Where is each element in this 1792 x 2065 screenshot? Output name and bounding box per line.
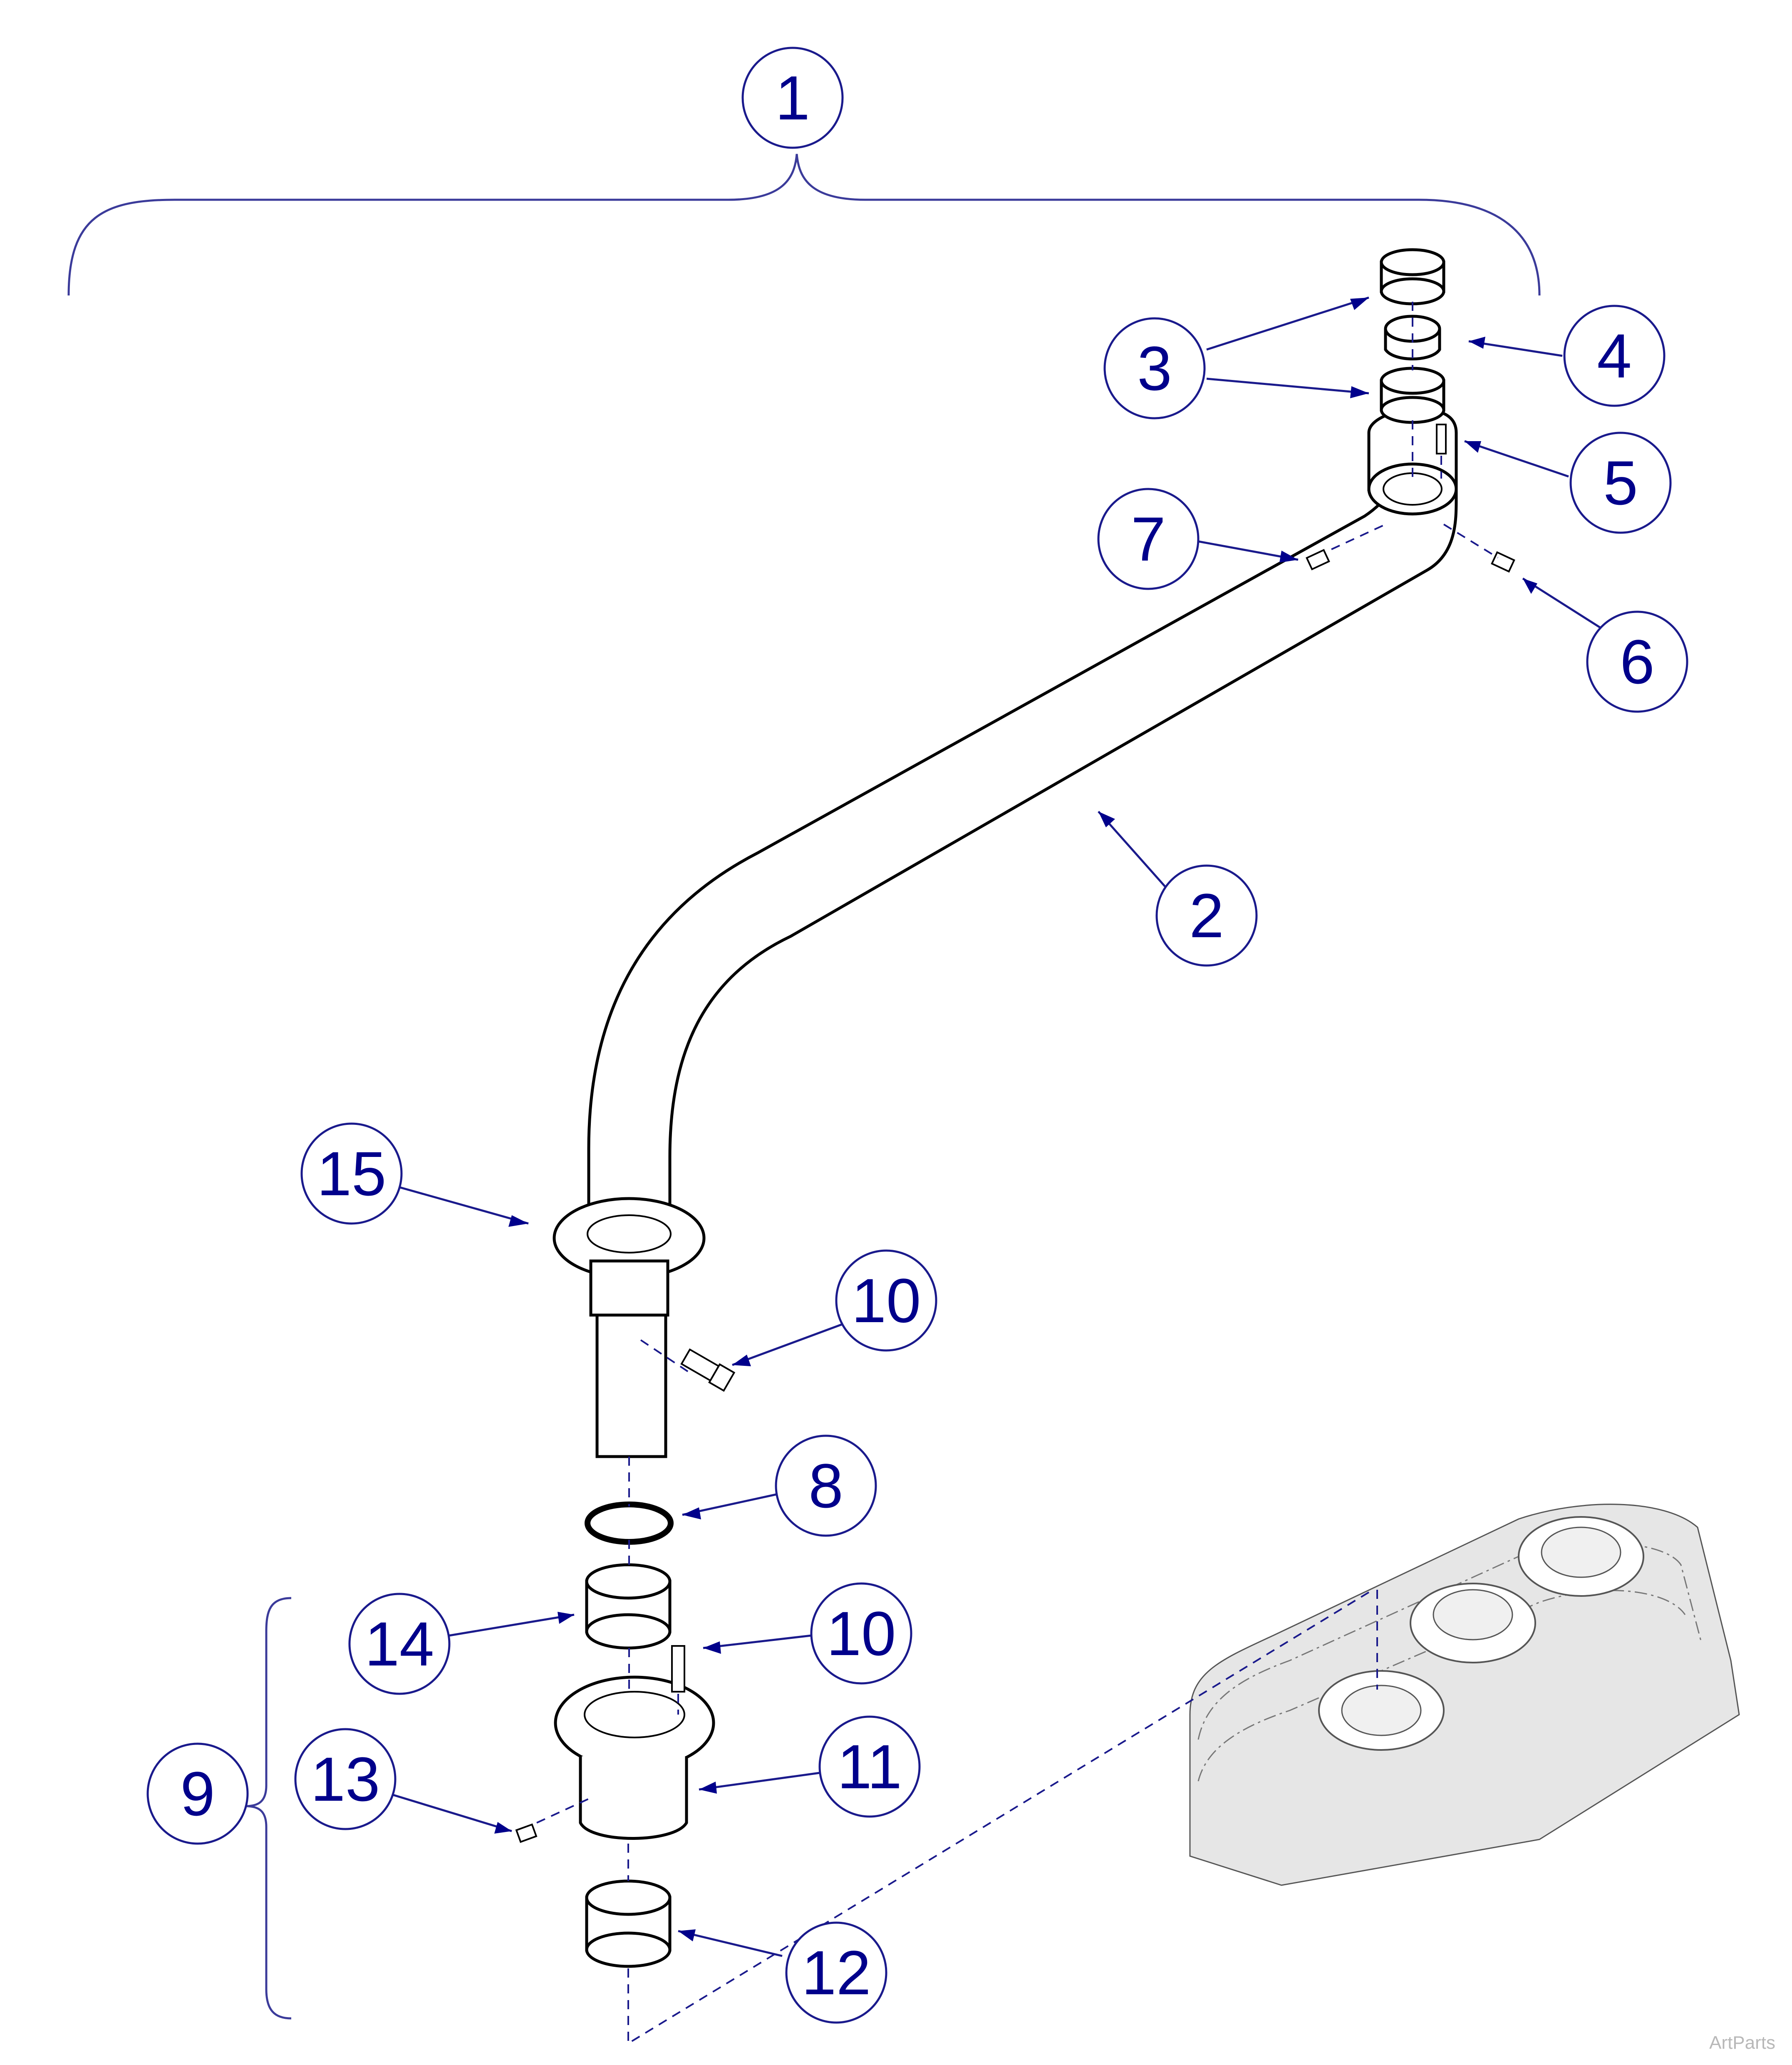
set-screw-housing: [515, 1823, 538, 1843]
svg-text:9: 9: [180, 1759, 215, 1829]
callout-2: 2: [1155, 864, 1258, 967]
needle-bearing-lower: [585, 1563, 672, 1650]
callout-10-upper: 10: [835, 1249, 937, 1352]
svg-text:2: 2: [1189, 881, 1224, 951]
svg-text:11: 11: [837, 1732, 902, 1802]
housing-ghost: [1189, 1504, 1740, 1886]
set-screw-right: [1491, 551, 1515, 573]
leader-lines: [389, 296, 1609, 1957]
bearing-housing: [554, 1675, 715, 1840]
callout-1: 1: [741, 47, 844, 149]
bushing: [585, 1879, 672, 1968]
callout-12: 12: [785, 1921, 887, 2024]
svg-text:8: 8: [808, 1451, 843, 1521]
callout-11: 11: [818, 1715, 921, 1818]
callout-14: 14: [348, 1593, 451, 1695]
cap-screw-upper: [680, 1348, 736, 1392]
arm-tube: [587, 408, 1458, 1232]
svg-text:15: 15: [317, 1139, 387, 1209]
assembly-9-brace: [245, 1597, 292, 2020]
svg-text:13: 13: [311, 1744, 380, 1814]
svg-text:12: 12: [802, 1938, 871, 2008]
watermark-text: ArtParts: [1709, 2033, 1775, 2053]
callout-5: 5: [1569, 432, 1672, 534]
callout-13: 13: [294, 1728, 397, 1830]
svg-text:6: 6: [1620, 627, 1654, 697]
dowel-pin: [1436, 424, 1447, 454]
callout-9: 9: [146, 1742, 249, 1845]
callout-15: 15: [300, 1122, 403, 1225]
svg-text:5: 5: [1603, 448, 1638, 518]
callout-3: 3: [1103, 317, 1206, 419]
svg-text:10: 10: [852, 1266, 921, 1335]
svg-text:4: 4: [1597, 321, 1631, 391]
svg-text:10: 10: [827, 1598, 896, 1668]
o-ring: [585, 1502, 674, 1545]
svg-text:14: 14: [365, 1609, 434, 1679]
set-screw-left: [1306, 549, 1330, 571]
callout-7: 7: [1097, 488, 1200, 590]
assembly-1-brace: [67, 154, 1541, 296]
callout-8: 8: [775, 1435, 877, 1537]
callout-6: 6: [1586, 611, 1688, 713]
cap-screw-lower: [671, 1645, 685, 1693]
callout-10-lower: 10: [810, 1582, 912, 1685]
callout-4: 4: [1563, 305, 1666, 407]
svg-text:1: 1: [775, 63, 810, 133]
flange-cover: [553, 1197, 706, 1458]
svg-text:7: 7: [1131, 504, 1165, 574]
svg-text:3: 3: [1137, 333, 1172, 403]
